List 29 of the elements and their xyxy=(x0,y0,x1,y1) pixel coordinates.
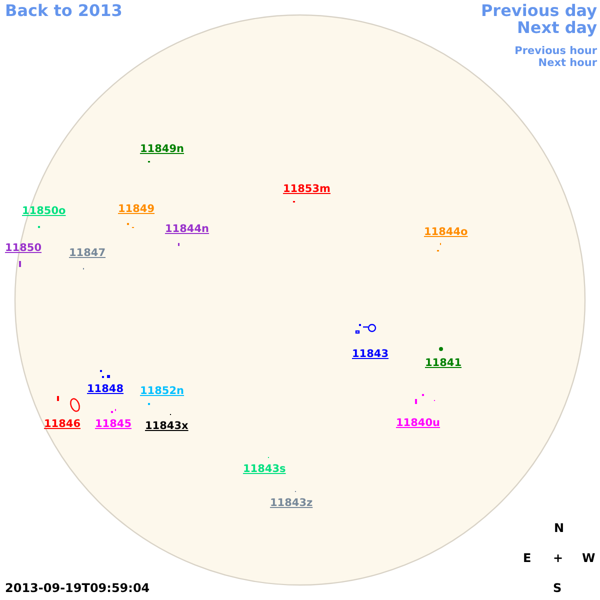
navigation-link: Next day xyxy=(517,19,597,38)
navigation-link: Back to 2013 xyxy=(5,2,122,20)
region-label: 11846 xyxy=(44,418,81,430)
region-label: 11844o xyxy=(424,226,468,238)
navigation-link: Previous hour xyxy=(514,45,597,58)
navigation-link: Previous day xyxy=(480,2,597,20)
region-label: 11850o xyxy=(22,205,66,218)
region-label: 11843z xyxy=(270,497,313,510)
region-label: 11840u xyxy=(396,417,440,430)
region-label: 11849n xyxy=(140,143,184,156)
region-label: 11847 xyxy=(69,247,106,260)
region-label: 11853m xyxy=(283,183,330,196)
region-label: 11852n xyxy=(140,385,184,398)
region-label: 11849 xyxy=(118,203,155,216)
region-label: 11843x xyxy=(145,420,188,432)
compass-label: E xyxy=(523,552,532,566)
region-label: 11843 xyxy=(352,348,389,360)
region-label: 11848 xyxy=(87,383,124,396)
compass-label: W xyxy=(582,552,596,566)
compass-label: S xyxy=(553,582,562,596)
region-label: 11844n xyxy=(165,223,210,236)
navigation-link: Next hour xyxy=(538,57,597,70)
region-label: 11843s xyxy=(243,463,286,476)
compass-label: N xyxy=(554,522,564,536)
timestamp-label: 2013-09-19T09:59:04 xyxy=(5,582,150,596)
region-label: 11845 xyxy=(95,418,132,430)
region-label: 11850 xyxy=(5,242,42,254)
region-label: 11841 xyxy=(425,357,462,370)
compass-label: + xyxy=(553,552,564,566)
